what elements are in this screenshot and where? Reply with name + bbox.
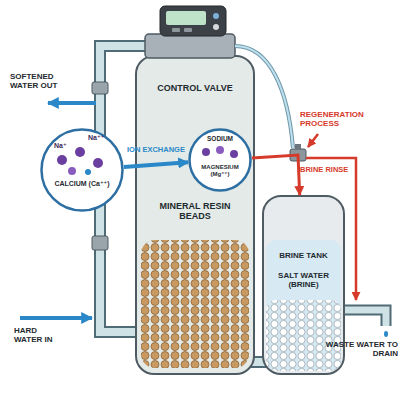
drain-pipe-outline <box>343 310 386 326</box>
node-label: MINERAL RESIN BEADS <box>150 201 240 222</box>
brine-valve-knob <box>295 144 301 149</box>
mineral-tank: CONTROL VALVE MINERAL RESIN BEADS SODIUM MA… <box>135 55 255 375</box>
water-drop <box>384 331 388 337</box>
node-label: SALT WATER (BRINE) <box>266 271 341 289</box>
digital-display <box>160 6 226 36</box>
ion-dot <box>68 167 76 175</box>
ion-circle-outline <box>40 128 124 212</box>
tank-outline <box>263 196 344 374</box>
circle-outline <box>190 130 251 191</box>
ion-dot <box>202 148 210 156</box>
regeneration-arrow <box>252 155 300 195</box>
ion-dot <box>216 146 224 154</box>
display-button <box>172 28 180 32</box>
ion-dot <box>57 155 67 165</box>
node-label: MAGNESIUM (Mg⁺⁺) <box>193 164 247 178</box>
ion-exchange-arrow <box>124 162 188 167</box>
ion-circle: SODIUM MAGNESIUM (Mg⁺⁺) <box>188 128 252 192</box>
ion-circle: Na⁺ Na⁺⁺ CALCIUM (Ca⁺⁺) <box>40 128 124 212</box>
display-screen <box>166 11 206 25</box>
process-label: BRINE RINSE <box>300 166 354 175</box>
outflow-arrow <box>48 101 96 105</box>
regeneration-arrow <box>308 134 318 147</box>
pipe-fitting <box>92 82 108 94</box>
inflow-arrow <box>20 316 92 320</box>
drain-pipe <box>343 310 386 326</box>
outlet-label: SOFTENED WATER OUT <box>10 72 72 90</box>
rinse-arrow <box>306 158 356 300</box>
pipe-fitting <box>92 236 108 250</box>
tank-outline <box>136 56 254 374</box>
ion-dot <box>75 147 85 157</box>
display-button <box>213 24 219 30</box>
node-label: CONTROL VALVE <box>145 83 245 93</box>
ion-dot <box>85 169 91 175</box>
brine-tank: BRINE TANK SALT WATER (BRINE) <box>262 195 345 375</box>
valve-hose-outline <box>235 46 293 148</box>
salt-bed <box>266 300 341 371</box>
ion-dot <box>230 150 238 158</box>
node-label: CALCIUM (Ca⁺⁺) <box>52 180 112 188</box>
valve-head <box>145 34 235 58</box>
valve-hose <box>235 46 293 148</box>
ion-dot <box>93 158 103 168</box>
process-label: REGENERATION PROCESS <box>300 110 392 128</box>
node-label: Na⁺⁺ <box>88 134 118 142</box>
display-button <box>184 28 192 32</box>
node-label: BRINE TANK <box>266 251 341 260</box>
node-label: SODIUM <box>195 135 245 142</box>
brine-water <box>266 240 341 371</box>
node-label: Na⁺ <box>54 142 80 150</box>
circle-outline <box>42 130 123 211</box>
inlet-label: HARD WATER IN <box>14 326 56 344</box>
display-button <box>213 13 219 19</box>
brine-valve <box>290 149 306 161</box>
resin-bed <box>141 240 249 368</box>
